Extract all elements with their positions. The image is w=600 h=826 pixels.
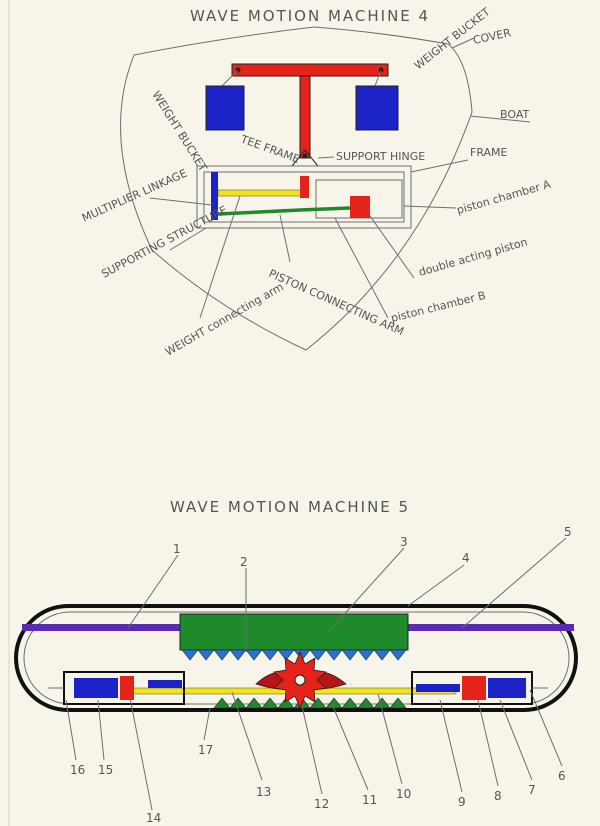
leader-support-hinge (317, 156, 335, 159)
part-number-17: 17 (198, 743, 213, 757)
part-number-3: 3 (400, 535, 408, 549)
leader-5 (461, 537, 567, 629)
leader-13 (231, 691, 263, 781)
machine5-hull-inner (23, 611, 570, 705)
tee-frame-crossbar (231, 63, 389, 77)
right-chamber-fluid-b (416, 684, 460, 692)
leader-11 (331, 703, 369, 791)
part-number-9: 9 (458, 795, 466, 809)
part-number-13: 13 (256, 785, 271, 799)
part-number-10: 10 (396, 787, 411, 801)
part-number-6: 6 (558, 769, 566, 783)
frame-inner (203, 171, 405, 223)
gear-axle (294, 674, 306, 686)
upper-rack-teeth (181, 649, 407, 661)
piston-connecting-arm-bar (217, 206, 351, 216)
left-piston (120, 676, 134, 700)
leader-16 (65, 699, 77, 761)
leader-frame (410, 159, 469, 173)
leader-piston-chamber-b (334, 217, 389, 319)
part-number-15: 15 (98, 763, 113, 777)
label-boat: BOAT (500, 108, 529, 121)
part-number-8: 8 (494, 789, 502, 803)
part-number-14: 14 (146, 811, 161, 825)
part-number-4: 4 (462, 551, 470, 565)
boat-hull-outline (120, 26, 473, 351)
leader-3 (329, 547, 405, 631)
weight-bucket-right (355, 85, 399, 131)
leader-15 (97, 699, 105, 761)
double-acting-piston-block (350, 196, 370, 218)
label-support-hinge: SUPPORT HINGE (336, 150, 425, 163)
part-number-11: 11 (362, 793, 377, 807)
left-chamber-fluid (74, 678, 118, 698)
part-number-5: 5 (564, 525, 572, 539)
green-weight-block (179, 613, 409, 651)
left-bucket-hanger (221, 69, 239, 87)
leader-double-acting-piston (369, 215, 415, 279)
tee-post-lower (300, 176, 309, 198)
leader-piston-chamber-a (403, 205, 457, 209)
label-frame: FRAME (470, 146, 508, 159)
leader-7 (499, 699, 533, 781)
part-number-12: 12 (314, 797, 329, 811)
leader-8 (477, 699, 499, 787)
leader-14 (129, 697, 153, 811)
part-number-2: 2 (240, 555, 248, 569)
part-number-16: 16 (70, 763, 85, 777)
weight-connecting-arm-bar (217, 189, 309, 197)
frame-box (196, 165, 412, 229)
leader-6 (529, 689, 563, 767)
leader-weight-connecting-arm (199, 195, 241, 319)
leader-9 (439, 699, 463, 793)
leader-17 (203, 707, 211, 741)
leader-supporting-structure (169, 227, 207, 251)
leader-multiplier-linkage (149, 197, 213, 206)
leader-12 (301, 705, 323, 795)
hinge-pin (302, 153, 308, 159)
machine4-title: WAVE MOTION MACHINE 4 (190, 7, 430, 25)
leader-4 (407, 564, 465, 607)
right-chamber-fluid (488, 678, 526, 698)
leader-boat (469, 115, 531, 123)
left-chamber-fluid-b (148, 680, 182, 688)
supporting-column (211, 172, 218, 220)
weight-bucket-left (205, 85, 245, 131)
right-piston (462, 676, 486, 700)
leader-1 (127, 554, 179, 629)
leader-cover (451, 37, 475, 49)
right-bucket-hanger (374, 69, 382, 87)
part-number-1: 1 (173, 542, 181, 556)
leader-piston-connecting-arm (279, 214, 291, 263)
lower-rack-teeth (213, 697, 407, 709)
machine5-title: WAVE MOTION MACHINE 5 (170, 498, 410, 516)
tee-frame-post (299, 75, 311, 159)
machine5-hull (14, 604, 578, 712)
part-number-7: 7 (528, 783, 536, 797)
leader-10 (377, 693, 403, 785)
